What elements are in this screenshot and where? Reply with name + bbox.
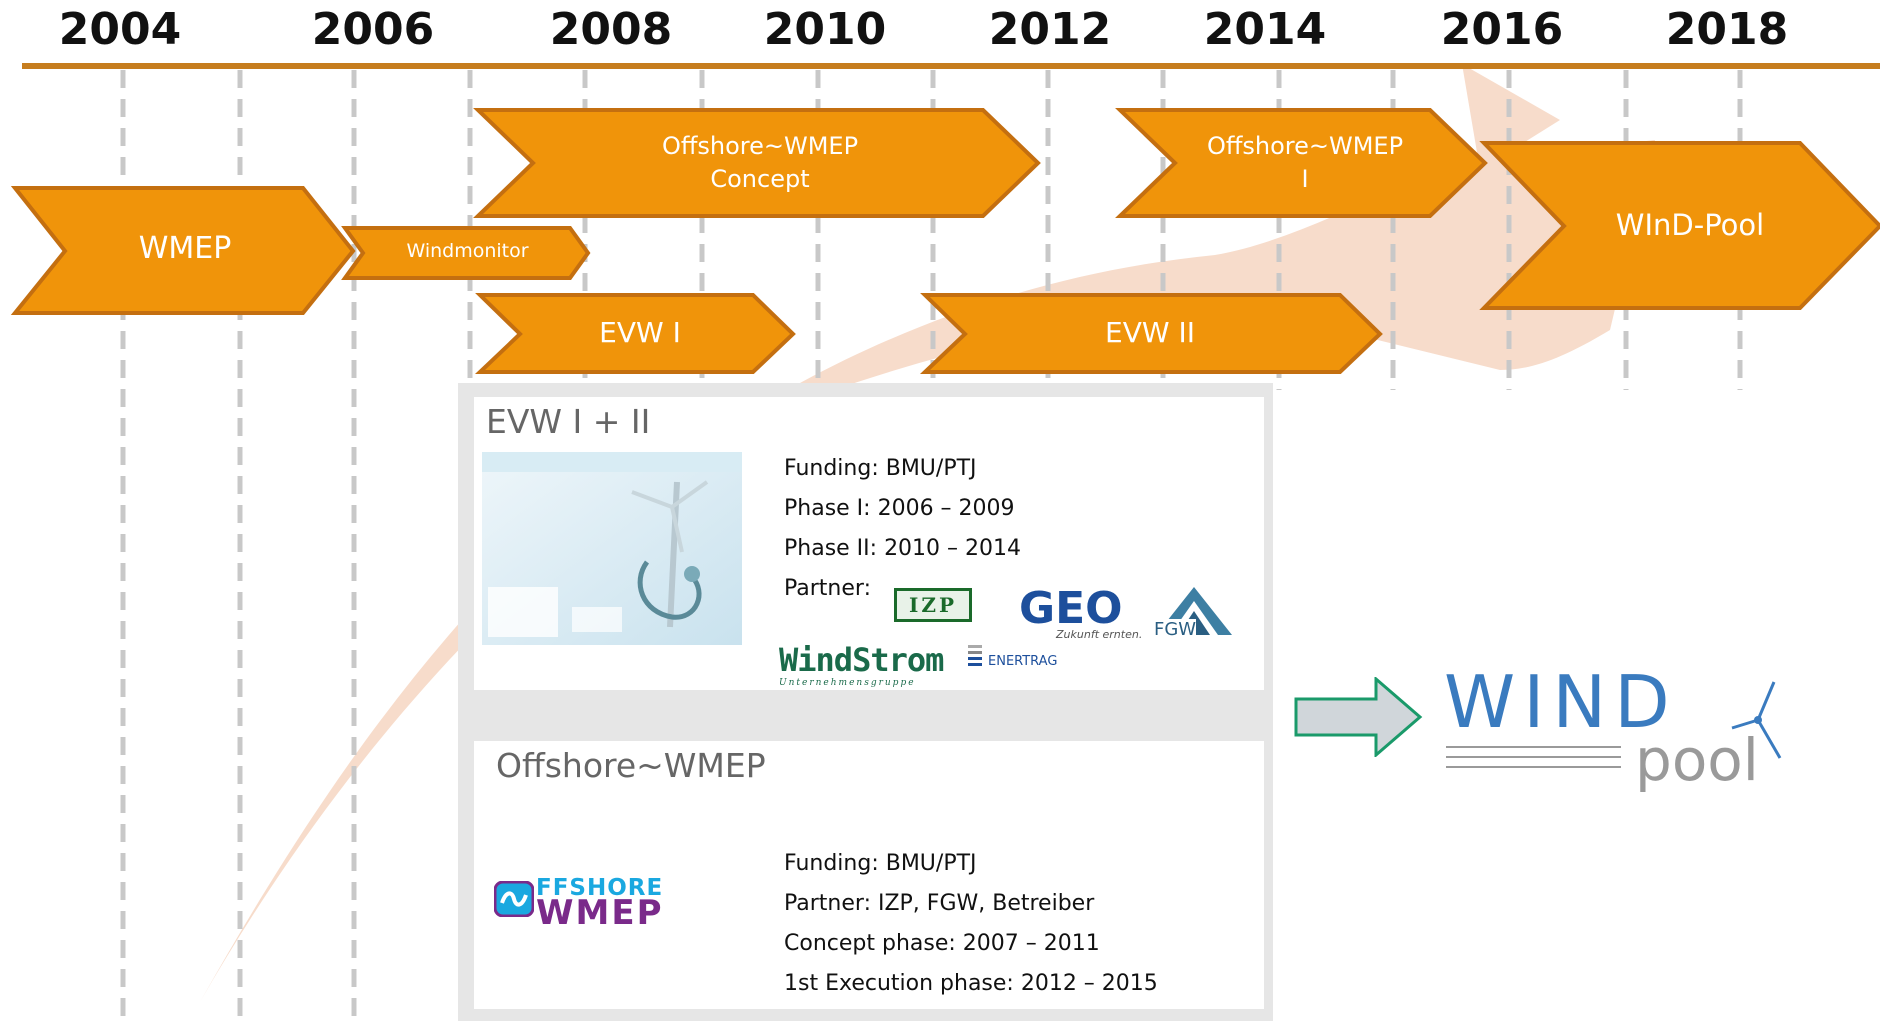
windstrom-logo: WindStrom: [779, 641, 944, 679]
offshore-card: Offshore~WMEP FFSHORE WMEP Funding: BMU/…: [474, 741, 1264, 1009]
evw-funding: Funding: BMU/PTJ: [784, 456, 977, 481]
year-label: 2018: [1665, 4, 1789, 55]
evw-card-title: EVW I + II: [486, 402, 651, 441]
offshore-details: Funding: BMU/PTJ Partner: IZP, FGW, Betr…: [784, 844, 1158, 1004]
enertrag-logo-mark: [968, 645, 982, 666]
evw-phase1: Phase I: 2006 – 2009: [784, 496, 1015, 521]
evw-phase2: Phase II: 2010 – 2014: [784, 536, 1022, 561]
project-label-offshore-concept: Offshore~WMEP Concept: [560, 130, 960, 196]
windpool-logo-word: WIND: [1444, 660, 1678, 744]
year-label: 2012: [988, 4, 1112, 55]
offshore-execution-phase: 1st Execution phase: 2012 – 2015: [784, 971, 1158, 996]
chevron-offshore-1: [1115, 108, 1488, 218]
project-label-line: Concept: [710, 165, 810, 193]
offshore-funding: Funding: BMU/PTJ: [784, 851, 977, 876]
offshore-partner: Partner: IZP, FGW, Betreiber: [784, 891, 1095, 916]
year-label: 2004: [58, 4, 182, 55]
windstrom-subtitle: Unternehmensgruppe: [779, 678, 916, 688]
evw-details: Funding: BMU/PTJ Phase I: 2006 – 2009 Ph…: [784, 449, 1021, 609]
fgw-logo: FGW: [1154, 619, 1197, 640]
offshore-card-title: Offshore~WMEP: [496, 746, 766, 785]
year-label: 2008: [549, 4, 673, 55]
chevron-evw2: [919, 293, 1383, 374]
transition-arrow: [1294, 677, 1423, 757]
windpool-logo: WIND pool: [1440, 660, 1820, 800]
chevron-evw1: [474, 293, 796, 374]
chevron-windpool: [1479, 141, 1880, 310]
offshore-wmep-logo-top: FFSHORE: [536, 875, 664, 901]
year-label: 2010: [763, 4, 887, 55]
project-label-line: I: [1301, 165, 1309, 193]
chevron-windmonitor: [341, 226, 591, 280]
evw-partner-label: Partner:: [784, 576, 871, 601]
project-label-wmep: WMEP: [138, 231, 232, 266]
project-label-evw1: EVW I: [599, 316, 681, 349]
evw-card: EVW I + II Funding: BMU/PTJ Phase I: 200…: [474, 397, 1264, 690]
chevron-offshore-concept: [473, 108, 1041, 218]
offshore-wmep-logo-mark: [494, 881, 534, 917]
project-label-line: Offshore~WMEP: [1206, 132, 1404, 160]
year-label: 2014: [1203, 4, 1327, 55]
year-label: 2006: [311, 4, 435, 55]
year-label: 2016: [1440, 4, 1564, 55]
evw-brochure-image: [482, 452, 742, 645]
project-label-windmonitor: Windmonitor: [406, 240, 529, 262]
geo-logo: GEO: [1019, 583, 1123, 634]
offshore-concept-phase: Concept phase: 2007 – 2011: [784, 931, 1100, 956]
enertrag-logo: ENERTRAG: [988, 654, 1058, 669]
project-label-evw2: EVW II: [1105, 316, 1195, 349]
project-label-windpool: WInD-Pool: [1615, 208, 1765, 242]
izp-logo: IZP: [894, 588, 972, 622]
wind-turbine-icon: [1731, 681, 1782, 759]
chevron-wmep: [10, 186, 356, 315]
project-label-line: Offshore~WMEP: [661, 132, 859, 160]
geo-tagline: Zukunft ernten.: [1056, 628, 1143, 641]
windpool-logo-lines: [1446, 746, 1621, 768]
project-label-offshore-1: Offshore~WMEP I: [1170, 130, 1440, 196]
offshore-wmep-logo-bottom: WMEP: [536, 893, 664, 933]
windpool-logo-sub: pool: [1635, 726, 1759, 794]
